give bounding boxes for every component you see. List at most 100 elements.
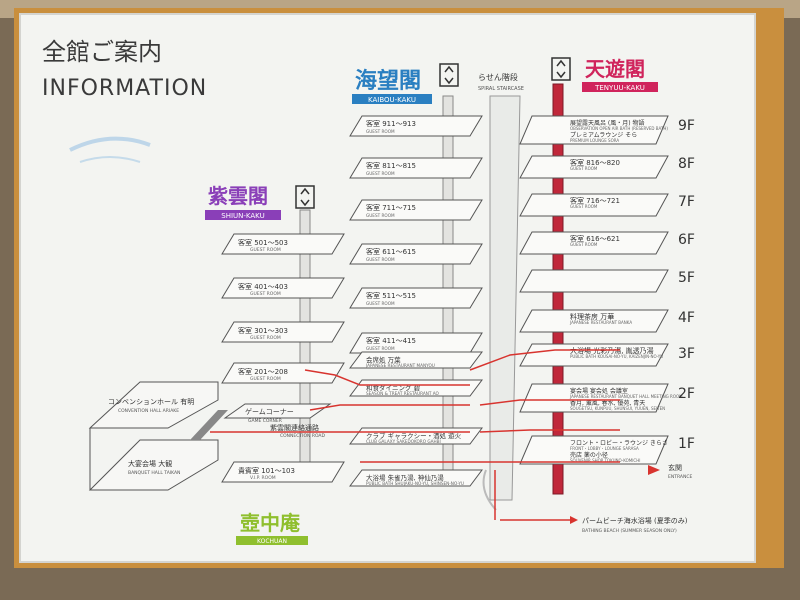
kaibo-floor-slab — [349, 243, 483, 265]
kaibo-room-label: クラブ ギャラクシー・酒処 遊火 — [366, 431, 462, 440]
tsubo-heading-en: KOCHUAN — [257, 538, 287, 545]
kaibo-room-sublabel: PUBLIC BATH SHUJAKU-NO-YU, SHINSEN-NO-YU — [366, 481, 464, 486]
kaibo-room-label: 客室 811～815 — [366, 161, 416, 170]
shiun-floor-slab — [221, 277, 345, 299]
kaibo-room-sublabel: GUEST ROOM — [366, 257, 395, 262]
tenyu-room-sublabel: PUBLIC BATH KOUSAI-NO-YU, KAIZENJIN-NO-Y… — [570, 354, 663, 359]
tenyu-room-sublabel: GUEST ROOM — [570, 166, 598, 171]
wave-decoration-2 — [79, 156, 141, 163]
entrance-arrow-icon — [648, 465, 660, 475]
corridor-en: CONNECTION ROAD — [280, 433, 325, 439]
tenyu-room-label: プレミアムラウンジ そら — [570, 131, 637, 139]
tenyu-floor-slab — [519, 269, 669, 293]
route-lines — [210, 349, 620, 521]
shiun-room-sublabel: GUEST ROOM — [250, 291, 281, 297]
tenyu-room-sublabel: JAPANESE RESTAURANT BANQUET HALL MEETING… — [569, 394, 683, 399]
entrance-en: ENTRANCE — [668, 474, 692, 480]
convention-hall-en: CONVENTION HALL ARIAKE — [118, 408, 179, 414]
beach-en: BATHING BEACH (SUMMER SEASON ONLY) — [582, 528, 677, 534]
kaibo-floor-slab — [349, 157, 483, 179]
shiun-floor-slab — [221, 321, 345, 343]
convention-hall-block: コンベンションホール 有明 CONVENTION HALL ARIAKE — [88, 381, 219, 429]
board-edge — [19, 13, 756, 563]
tenyu-room-label: 香月, 薫風, 春水, 優苑, 青天 — [570, 399, 645, 407]
shiun-room-sublabel: GUEST ROOM — [250, 376, 281, 382]
tenyu-floor-slab — [519, 383, 669, 413]
convention-hall-jp: コンベンションホール 有明 — [108, 397, 194, 406]
tenyu-label-bar — [582, 82, 658, 92]
tenyu-floor-slab — [519, 435, 669, 465]
board-title-jp: 全館ご案内 — [42, 38, 162, 66]
shiun-label-bar — [205, 210, 281, 220]
kaibo-room-label: 客室 711～715 — [366, 203, 416, 212]
tenyu-room-sublabel: OBSERVATION OPEN AIR BATH (RESERVED BATH… — [570, 126, 668, 131]
floor-label: 3F — [678, 346, 695, 362]
board-title-en: INFORMATION — [42, 76, 207, 101]
tenyu-heading-en: TENYUU-KAKU — [594, 84, 645, 92]
tsubo-label-bar — [236, 536, 308, 545]
tenyu-room-sublabel: JAPANESE RESTAURANT BANKA — [569, 320, 632, 325]
shiun-heading-en: SHIUN-KAKU — [221, 212, 264, 220]
shiun-elevator-icon — [295, 185, 315, 209]
kaibo-floor-slab — [349, 379, 483, 397]
kaibo-heading-en: KAIBOU-KAKU — [368, 96, 416, 104]
kaibo-room-label: 和食ダイニング 碧 — [366, 383, 421, 392]
kaibo-room-sublabel: GUEST ROOM — [366, 213, 395, 218]
beach-jp: パームビーチ海水浴場 (夏季のみ) — [582, 516, 688, 525]
kaibo-elevator-icon — [439, 63, 459, 87]
tenyu-floor-slab — [519, 193, 669, 217]
kaibo-room-sublabel: GUEST ROOM — [366, 301, 395, 306]
tenyu-room-sublabel: SOUVENIR SHOP TOKUNO-KOMICHI — [570, 458, 640, 463]
kaibo-room-sublabel: GUEST ROOM — [366, 346, 395, 351]
shiun-room-sublabel: V.I.P. ROOM — [250, 475, 276, 481]
banquet-hall-jp: 大宴会場 大観 — [128, 459, 172, 468]
kaibo-floor-slab — [349, 199, 483, 221]
shiun-room-label: 客室 501～503 — [238, 238, 288, 247]
kaibo-room-label: 会席処 万葉 — [366, 355, 401, 364]
shiun-room-label: 客室 201～208 — [238, 367, 288, 376]
wave-decoration — [69, 136, 151, 152]
kaibo-room-sublabel: CLUB GALAXY SAKEDOKORO GAHBI — [366, 439, 441, 444]
tenyu-floor-slab — [519, 309, 669, 333]
banquet-hall-en: BANQUET HALL TAIKAN — [128, 470, 180, 476]
shiun-floor-slab — [221, 362, 345, 384]
tenyu-room-label: 宴会場 宴会処 会議室 — [570, 387, 628, 395]
kaibo-floor-slab — [349, 115, 483, 137]
kaibo-floor-slab — [349, 469, 483, 487]
stairs-heading: らせん階段 — [478, 72, 518, 82]
floor-label: 4F — [678, 310, 695, 326]
game-corner-block: ゲームコーナー GAME CORNER — [223, 403, 332, 424]
tenyu-room-label: 客室 616～621 — [570, 234, 620, 243]
floor-label: 6F — [678, 232, 695, 248]
shiun-heading: 紫雲閣 — [208, 184, 268, 208]
game-corner-en: GAME CORNER — [248, 418, 282, 424]
kaibo-room-sublabel: JAPANESE RESTAURANT MANYOU — [365, 363, 435, 368]
staircase-curve — [482, 469, 497, 511]
tenyu-floor-slab — [519, 115, 669, 145]
entrance-jp: 玄関 — [668, 463, 682, 472]
floor-label: 8F — [678, 156, 695, 172]
kaibo-floor-slab — [349, 351, 483, 369]
kaibo-room-sublabel: GUEST ROOM — [366, 129, 395, 134]
shiun-room-sublabel: GUEST ROOM — [250, 335, 281, 341]
connection-ramp — [190, 410, 228, 440]
shiun-room-label: 客室 301～303 — [238, 326, 288, 335]
tenyu-room-label: 客室 716～721 — [570, 196, 620, 205]
tenyu-room-label: 売店 薬の小径 — [570, 451, 608, 459]
kaibo-floor-slab — [349, 287, 483, 309]
tenyu-heading: 天遊閣 — [585, 57, 645, 81]
floor-label: 2F — [678, 386, 695, 402]
stairs-heading-en: SPIRAL STAIRCASE — [478, 86, 524, 92]
tenyu-room-sublabel: GUEST ROOM — [570, 242, 598, 247]
kaibo-room-label: 客室 411～415 — [366, 336, 416, 345]
floor-label: 1F — [678, 436, 695, 452]
banquet-hall-block: 大宴会場 大観 BANQUET HALL TAIKAN — [88, 428, 219, 491]
tenyu-room-label: 客室 816～820 — [570, 158, 620, 167]
kaibo-heading: 海望閣 — [355, 68, 421, 94]
kaibo-room-sublabel: GUEST ROOM — [366, 171, 395, 176]
floor-label: 5F — [678, 270, 695, 286]
floor-label: 9F — [678, 118, 695, 134]
